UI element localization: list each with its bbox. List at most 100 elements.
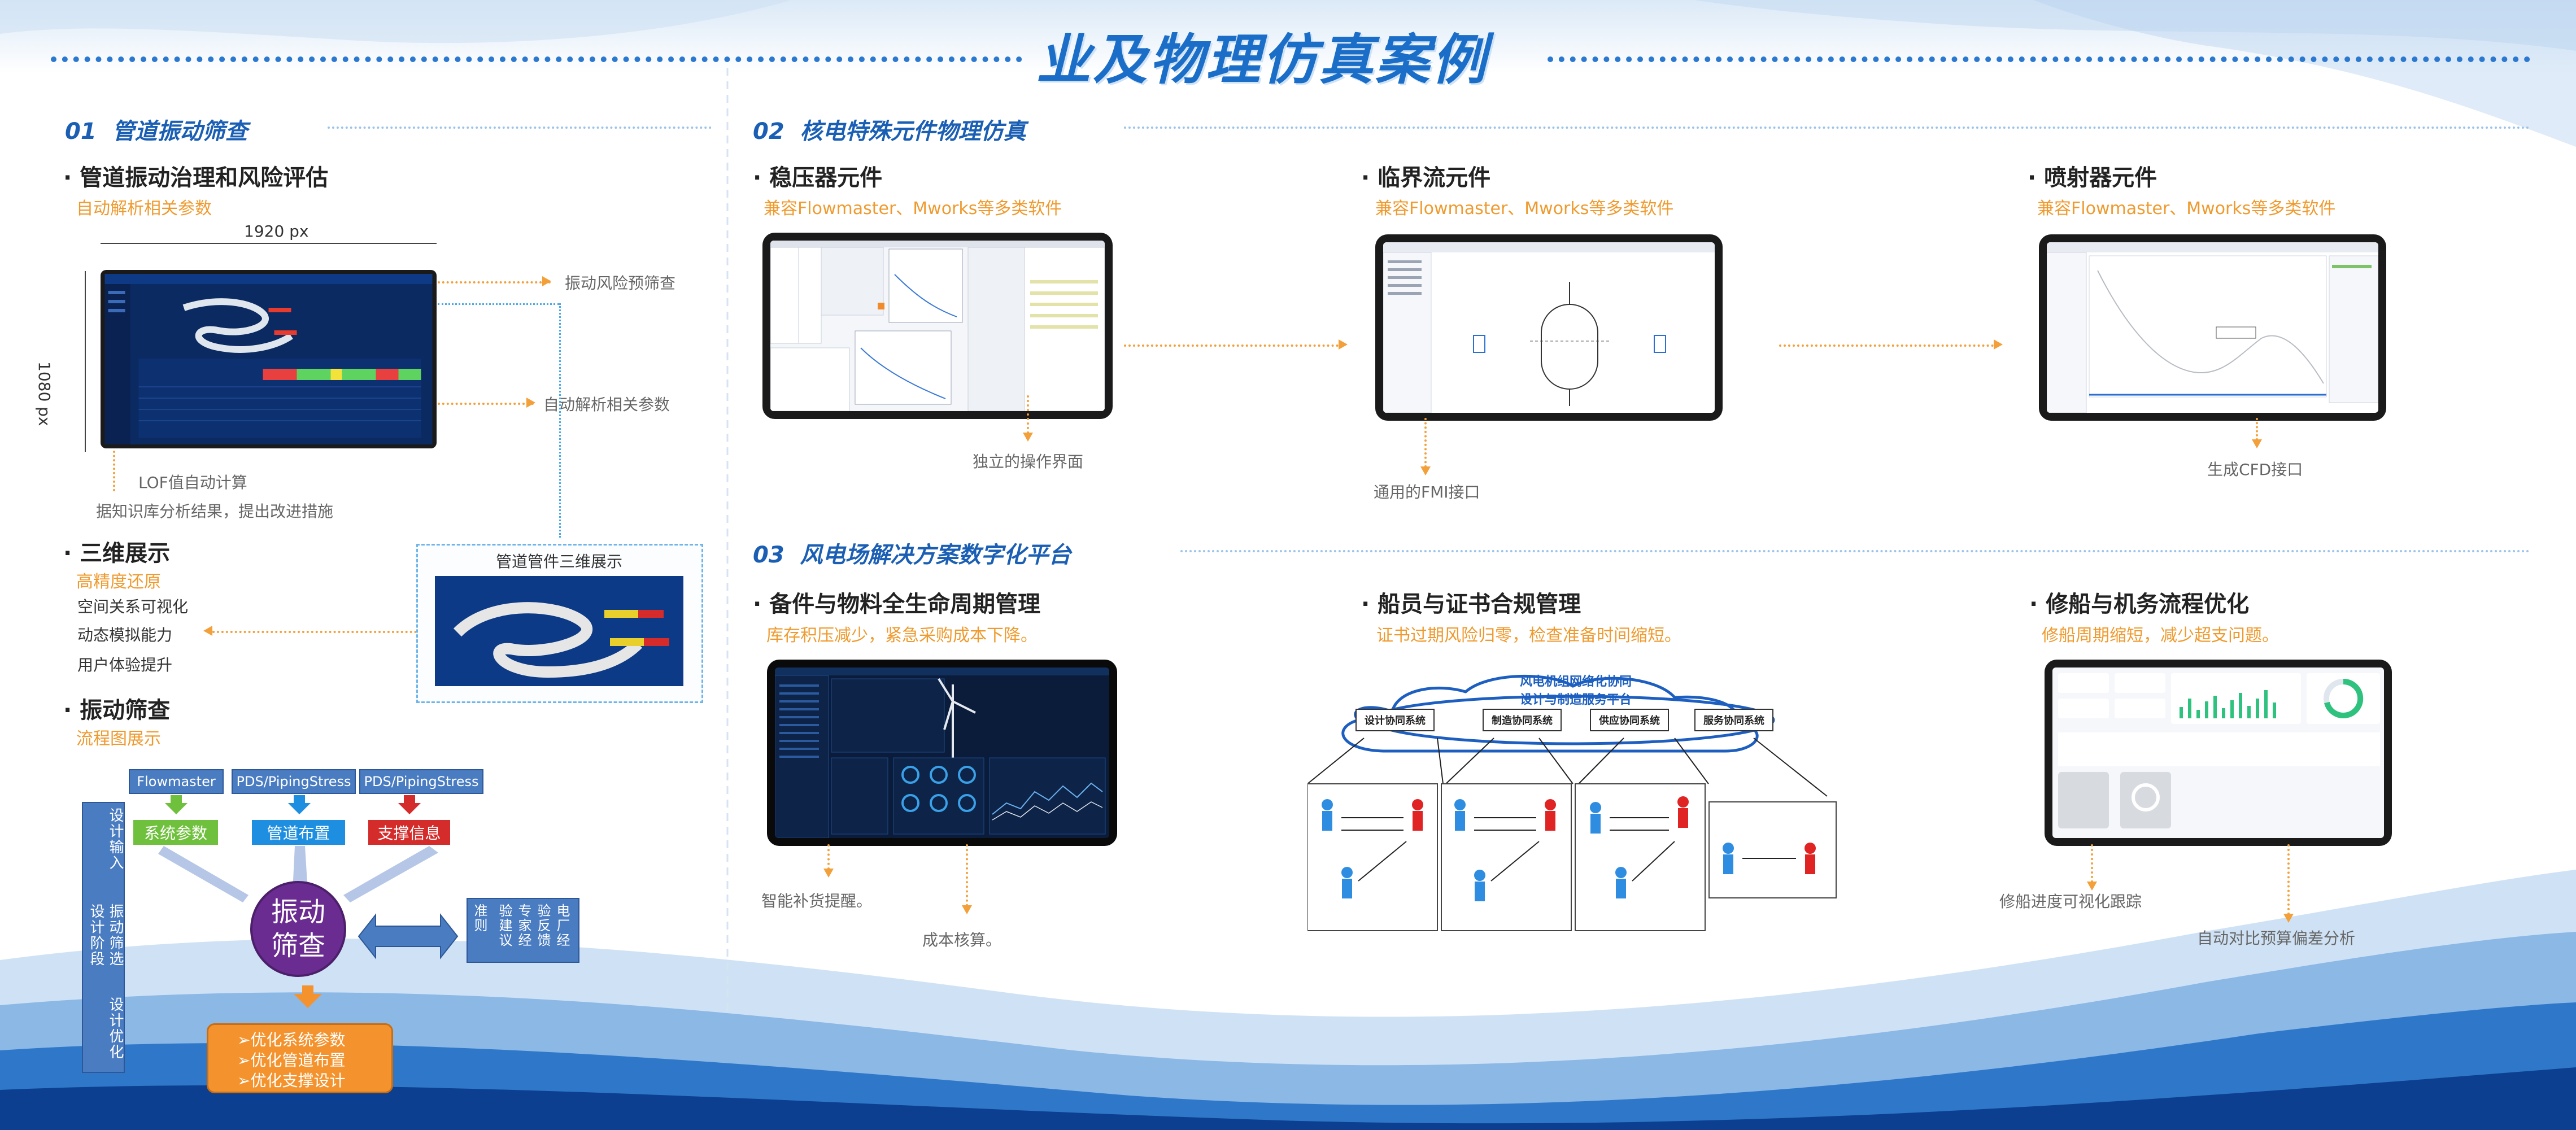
arrow-left-icon: [203, 626, 212, 636]
connector: [438, 403, 534, 405]
flow-right-box: [467, 898, 579, 963]
repair-tablet: [2045, 660, 2392, 846]
ann-risk: 振动风险预筛查: [565, 274, 676, 293]
s2-c3-note: 生成CFD接口: [2207, 460, 2303, 479]
repair-screen: [2052, 667, 2384, 838]
spares-tablet: [767, 660, 1117, 846]
s2-c1-note: 独立的操作界面: [973, 452, 1084, 471]
flow-tool-flowmaster: Flowmaster: [129, 769, 224, 794]
s1-sub2-title: · 三维展示: [63, 540, 171, 566]
system-supply: 供应协同系统: [1590, 709, 1669, 731]
connector: [113, 451, 115, 491]
connector: [1027, 395, 1029, 434]
s2-c3-title: · 喷射器元件: [2028, 165, 2157, 191]
s3-c3-note1: 修船进度可视化跟踪: [1999, 892, 2142, 911]
section-number: 03: [753, 542, 784, 568]
flow-left-design-input: 设计输入: [107, 808, 124, 871]
arrow-down-icon: [2283, 914, 2294, 923]
s2-c1-title: · 稳压器元件: [753, 165, 883, 191]
s2-c1-desc: 兼容Flowmaster、Mworks等多类软件: [764, 199, 1062, 219]
flow-out-2: ➢优化管道布置: [237, 1051, 346, 1070]
pressurizer-screen: [770, 241, 1105, 412]
connector: [2256, 418, 2258, 440]
section-name: 管道振动筛查: [112, 119, 248, 145]
vibration-dashboard-screen: [104, 274, 433, 444]
flow-left-design-stage: 设计阶段: [88, 904, 104, 967]
s1-sub3-desc: 流程图展示: [76, 729, 161, 749]
section-name: 风电场解决方案数字化平台: [800, 542, 1071, 568]
section-02-heading: 02 核电特殊元件物理仿真: [753, 113, 1026, 146]
arrow-down-icon: [1023, 433, 1033, 442]
s2-c2-note: 通用的FMI接口: [1374, 483, 1480, 501]
arrow-right-icon: [1339, 339, 1348, 350]
connector: [438, 281, 551, 283]
height-dimension-line: [85, 271, 86, 452]
s2-c3-desc: 兼容Flowmaster、Mworks等多类软件: [2037, 199, 2336, 219]
s1-sub3-title: · 振动筛查: [63, 697, 171, 723]
connector-blue: [559, 303, 561, 538]
flow-left-column: [82, 802, 125, 1073]
flow-center-circle: [250, 881, 346, 977]
s1-sub2-desc: 高精度还原: [76, 572, 161, 592]
feature-2: 动态模拟能力: [77, 626, 173, 644]
s3-c2-desc: 证书过期风险归零，检查准备时间缩短。: [1376, 626, 1681, 645]
flow-output-box: [207, 1023, 393, 1093]
arrow-right-icon: [542, 276, 551, 286]
s3-c1-note2: 成本核算。: [922, 931, 1002, 949]
s1-sub1-desc: 自动解析相关参数: [76, 199, 212, 219]
arrow-down-icon: [962, 905, 972, 914]
width-dimension-line: [101, 243, 437, 244]
section-03-heading: 03 风电场解决方案数字化平台: [753, 536, 1071, 569]
feature-3: 用户体验提升: [77, 656, 173, 674]
s3-c1-desc: 库存积压减少，紧急采购成本下降。: [766, 626, 1038, 645]
s3-c3-note2: 自动对比预算偏差分析: [2197, 929, 2356, 948]
s1-sub1-title: · 管道振动治理和风险评估: [63, 165, 329, 191]
connector: [966, 844, 968, 906]
flow-pipe-layout: 管道布置: [252, 820, 345, 845]
flow-right-feedback: 电厂经验反馈: [535, 904, 570, 948]
s3-c1-note1: 智能补货提醒。: [761, 892, 873, 910]
section-line: [1180, 550, 2530, 552]
flow-tool-pds-2: PDS/PipingStress: [359, 769, 483, 794]
ejector-screen: [2046, 242, 2379, 413]
arrow-down-icon: [1420, 466, 1431, 475]
flow-center-line2: 筛查: [271, 930, 325, 962]
ann-kb: 据知识库分析结果，提出改进措施: [96, 502, 334, 521]
s2-c2-desc: 兼容Flowmaster、Mworks等多类软件: [1375, 199, 1674, 219]
flow-tool-pds-1: PDS/PipingStress: [232, 769, 356, 794]
section-line: [1124, 126, 2530, 129]
spares-screen: [774, 667, 1109, 839]
flow-left-vibration-filter: 振动筛选: [107, 904, 124, 967]
section-number: 01: [65, 119, 97, 145]
arrow-right-icon: [526, 398, 535, 408]
critical-flow-tablet: [1375, 234, 1723, 421]
section-number: 02: [753, 119, 784, 145]
vibration-flowchart-arrows: [158, 795, 459, 1008]
connector: [827, 844, 830, 870]
vibration-dashboard-device: [101, 270, 437, 448]
page-title: 业及物理仿真案例: [1036, 28, 1488, 91]
s2-c2-title: · 临界流元件: [1361, 165, 1491, 191]
connector: [212, 631, 421, 633]
ann-lof: LOF值自动计算: [138, 473, 247, 492]
system-manufacture: 制造协同系统: [1483, 709, 1562, 731]
s3-c1-title: · 备件与物料全生命周期管理: [753, 591, 1041, 617]
connector: [1124, 344, 1339, 347]
s3-c3-title: · 修船与机务流程优化: [2029, 591, 2250, 617]
flow-right-criteria: 准则: [472, 904, 487, 933]
flow-out-3: ➢优化支撑设计: [237, 1071, 346, 1090]
height-label: 1080 px: [35, 361, 54, 426]
arrow-down-icon: [823, 869, 834, 878]
arrow-down-icon: [2087, 882, 2097, 891]
section-name: 核电特殊元件物理仿真: [800, 119, 1026, 145]
s3-c2-title: · 船员与证书合规管理: [1361, 591, 1581, 617]
connector: [2091, 844, 2093, 883]
ann-parse: 自动解析相关参数: [543, 395, 670, 414]
ejector-tablet: [2039, 234, 2386, 421]
cloud-line2: 设计与制造服务平台: [1519, 693, 1632, 707]
width-label: 1920 px: [244, 222, 309, 241]
critical-flow-screen: [1383, 242, 1715, 413]
s3-c3-desc: 修船周期缩短，减少超支问题。: [2042, 626, 2279, 645]
connector: [1424, 418, 1427, 468]
